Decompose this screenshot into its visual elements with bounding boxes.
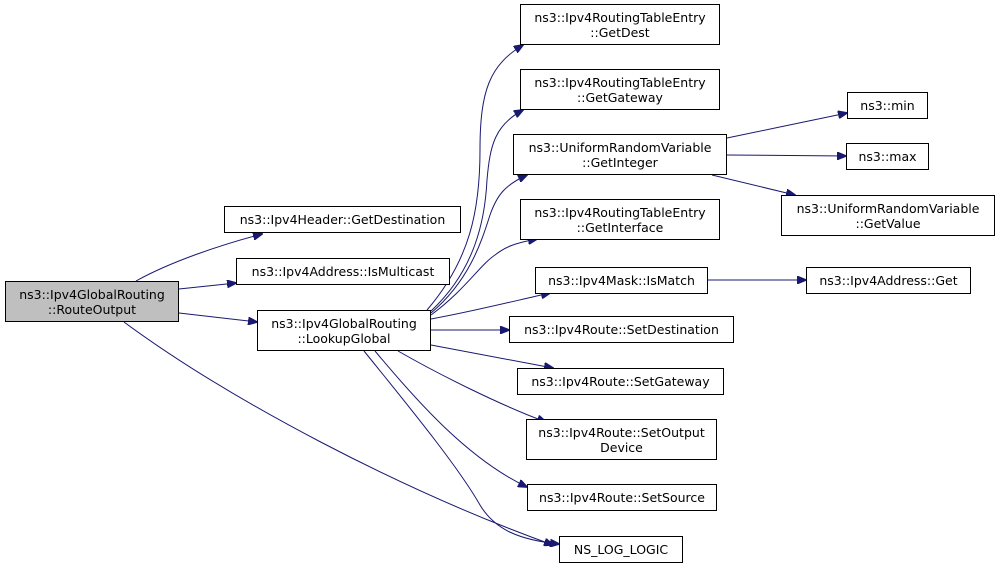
edge-lookupglobal-getinteger bbox=[430, 175, 527, 314]
edge-lookupglobal-setoutput bbox=[397, 350, 546, 422]
node-label-line2: ::GetInteger bbox=[582, 154, 658, 170]
node-label-line1: ns3::Ipv4RoutingTableEntry bbox=[534, 9, 706, 25]
node-ipv4route-setgateway[interactable]: ns3::Ipv4Route::SetGateway bbox=[517, 368, 724, 395]
node-ns3-min[interactable]: ns3::min bbox=[847, 92, 928, 119]
edge-routeoutput-ismulticast bbox=[178, 283, 236, 290]
node-ipv4globalrouting-routeoutput: ns3::Ipv4GlobalRouting ::RouteOutput bbox=[5, 281, 179, 322]
node-label-line2: ::RouteOutput bbox=[47, 301, 137, 317]
edge-lookupglobal-ismatch bbox=[430, 293, 550, 320]
node-label-line1: ns3::Ipv4Header::GetDestination bbox=[239, 212, 446, 227]
edge-lookupglobal-setgateway bbox=[430, 344, 553, 368]
node-label-line1: NS_LOG_LOGIC bbox=[573, 542, 669, 557]
edge-lookupglobal-nslog bbox=[363, 350, 559, 544]
edge-lookupglobal-getgateway bbox=[430, 110, 523, 312]
node-label-line1: ns3::Ipv4GlobalRouting bbox=[19, 286, 165, 302]
node-label-line2: Device bbox=[600, 439, 643, 455]
node-label-line1: ns3::Ipv4Route::SetGateway bbox=[531, 374, 710, 389]
edge-routeoutput-lookupglobal bbox=[178, 312, 257, 322]
node-label-line1: ns3::max bbox=[858, 149, 917, 164]
node-ns3-max[interactable]: ns3::max bbox=[846, 143, 929, 170]
node-label-line2: ::GetValue bbox=[855, 215, 921, 231]
node-label-line1: ns3::min bbox=[860, 98, 915, 113]
node-label-line1: ns3::Ipv4Mask::IsMatch bbox=[548, 273, 695, 288]
node-label-line1: ns3::Ipv4RoutingTableEntry bbox=[534, 74, 706, 90]
node-ipv4routingtableentry-getinterface[interactable]: ns3::Ipv4RoutingTableEntry ::GetInterfac… bbox=[520, 199, 720, 240]
node-label-line1: ns3::Ipv4Route::SetSource bbox=[539, 490, 705, 505]
node-label-line1: ns3::Ipv4Address::IsMulticast bbox=[251, 264, 435, 279]
node-label-line1: ns3::Ipv4GlobalRouting bbox=[271, 315, 417, 331]
node-uniformrandomvariable-getinteger[interactable]: ns3::UniformRandomVariable ::GetInteger bbox=[513, 134, 727, 175]
node-ipv4routingtableentry-getdest[interactable]: ns3::Ipv4RoutingTableEntry ::GetDest bbox=[520, 4, 720, 45]
node-label-line2: ::GetInterface bbox=[576, 219, 664, 235]
edge-routeoutput-getdestination bbox=[135, 234, 262, 282]
node-ipv4address-get[interactable]: ns3::Ipv4Address::Get bbox=[806, 267, 971, 294]
node-ipv4header-getdestination[interactable]: ns3::Ipv4Header::GetDestination bbox=[224, 206, 461, 233]
node-label-line1: ns3::UniformRandomVariable bbox=[796, 200, 980, 216]
node-ipv4route-setoutputdevice[interactable]: ns3::Ipv4Route::SetOutput Device bbox=[526, 419, 717, 460]
node-label-line1: ns3::Ipv4Route::SetOutput bbox=[538, 424, 705, 440]
node-label-line2: ::LookupGlobal bbox=[297, 330, 391, 346]
node-ipv4mask-ismatch[interactable]: ns3::Ipv4Mask::IsMatch bbox=[535, 267, 708, 294]
node-ipv4address-ismulticast[interactable]: ns3::Ipv4Address::IsMulticast bbox=[236, 258, 450, 285]
node-label-line1: ns3::Ipv4Route::SetDestination bbox=[524, 322, 719, 337]
node-label-line1: ns3::Ipv4Address::Get bbox=[819, 273, 958, 288]
edge-getinteger-min bbox=[726, 113, 847, 139]
edge-getinteger-max bbox=[726, 155, 846, 156]
node-ipv4globalrouting-lookupglobal[interactable]: ns3::Ipv4GlobalRouting ::LookupGlobal bbox=[257, 310, 431, 351]
node-ipv4routingtableentry-getgateway[interactable]: ns3::Ipv4RoutingTableEntry ::GetGateway bbox=[520, 69, 720, 110]
node-uniformrandomvariable-getvalue[interactable]: ns3::UniformRandomVariable ::GetValue bbox=[781, 195, 995, 236]
edge-lookupglobal-setsource bbox=[374, 350, 527, 487]
edge-lookupglobal-getdest bbox=[426, 45, 523, 311]
node-ipv4route-setsource[interactable]: ns3::Ipv4Route::SetSource bbox=[527, 484, 717, 511]
node-label-line1: ns3::Ipv4RoutingTableEntry bbox=[534, 204, 706, 220]
node-label-line2: ::GetDest bbox=[590, 24, 650, 40]
node-ipv4route-setdestination[interactable]: ns3::Ipv4Route::SetDestination bbox=[509, 316, 734, 343]
edge-getinteger-getvalue bbox=[711, 174, 795, 195]
node-label-line1: ns3::UniformRandomVariable bbox=[528, 139, 712, 155]
node-label-line2: ::GetGateway bbox=[577, 89, 663, 105]
edge-routeoutput-nslog bbox=[123, 321, 553, 545]
edge-lookupglobal-getinterface bbox=[430, 239, 537, 316]
node-ns-log-logic[interactable]: NS_LOG_LOGIC bbox=[559, 536, 683, 563]
